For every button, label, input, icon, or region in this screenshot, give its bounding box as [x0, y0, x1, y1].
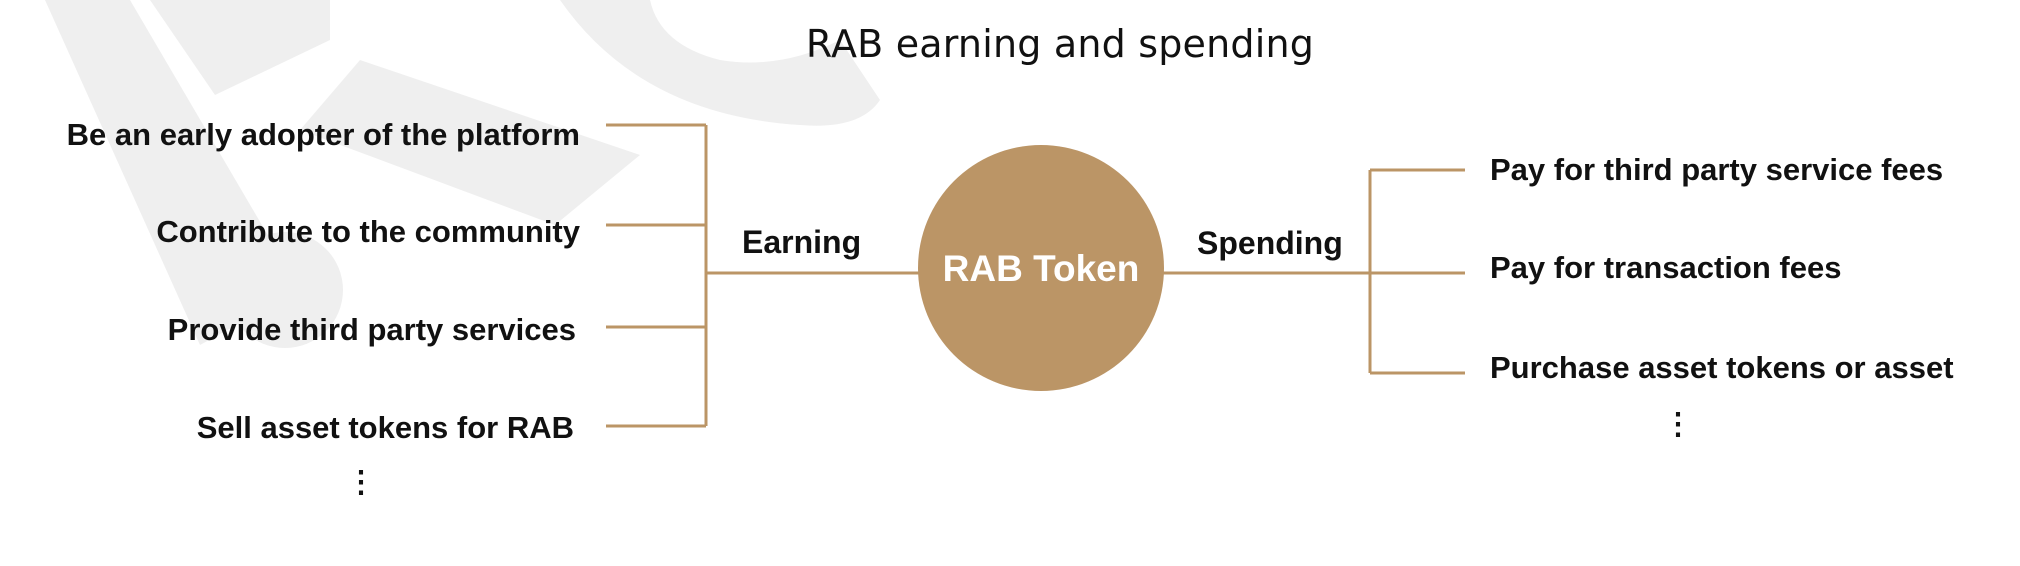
earning-item-third-party-services: Provide third party services — [167, 312, 576, 347]
earning-item-contribute: Contribute to the community — [156, 214, 580, 249]
spending-more-ellipsis: ⋮ — [1663, 408, 1693, 441]
earning-label: Earning — [742, 224, 862, 260]
earning-more-ellipsis: ⋮ — [346, 466, 376, 499]
earning-item-sell-asset-tokens: Sell asset tokens for RAB — [196, 410, 574, 445]
diagram-title: RAB earning and spending — [805, 22, 1315, 66]
earning-item-early-adopter: Be an early adopter of the platform — [66, 117, 580, 152]
rab-token-circle: RAB Token — [918, 145, 1164, 391]
spending-item-transaction-fees: Pay for transaction fees — [1490, 250, 1842, 285]
spending-item-third-party-fees: Pay for third party service fees — [1490, 152, 1944, 187]
spending-item-purchase-assets: Purchase asset tokens or asset — [1490, 350, 1954, 385]
rab-token-label: RAB Token — [942, 247, 1140, 289]
spending-label: Spending — [1197, 225, 1343, 261]
